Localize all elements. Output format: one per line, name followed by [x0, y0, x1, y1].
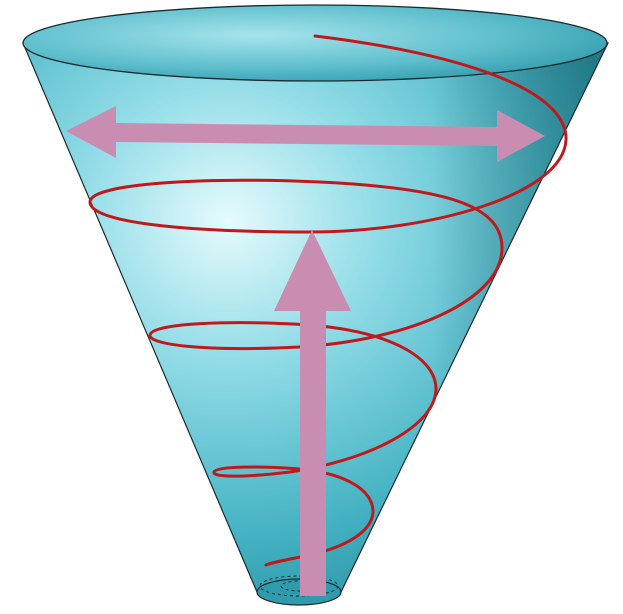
cone-base-ellipse [257, 579, 341, 605]
cone-top-ellipse [23, 5, 607, 81]
